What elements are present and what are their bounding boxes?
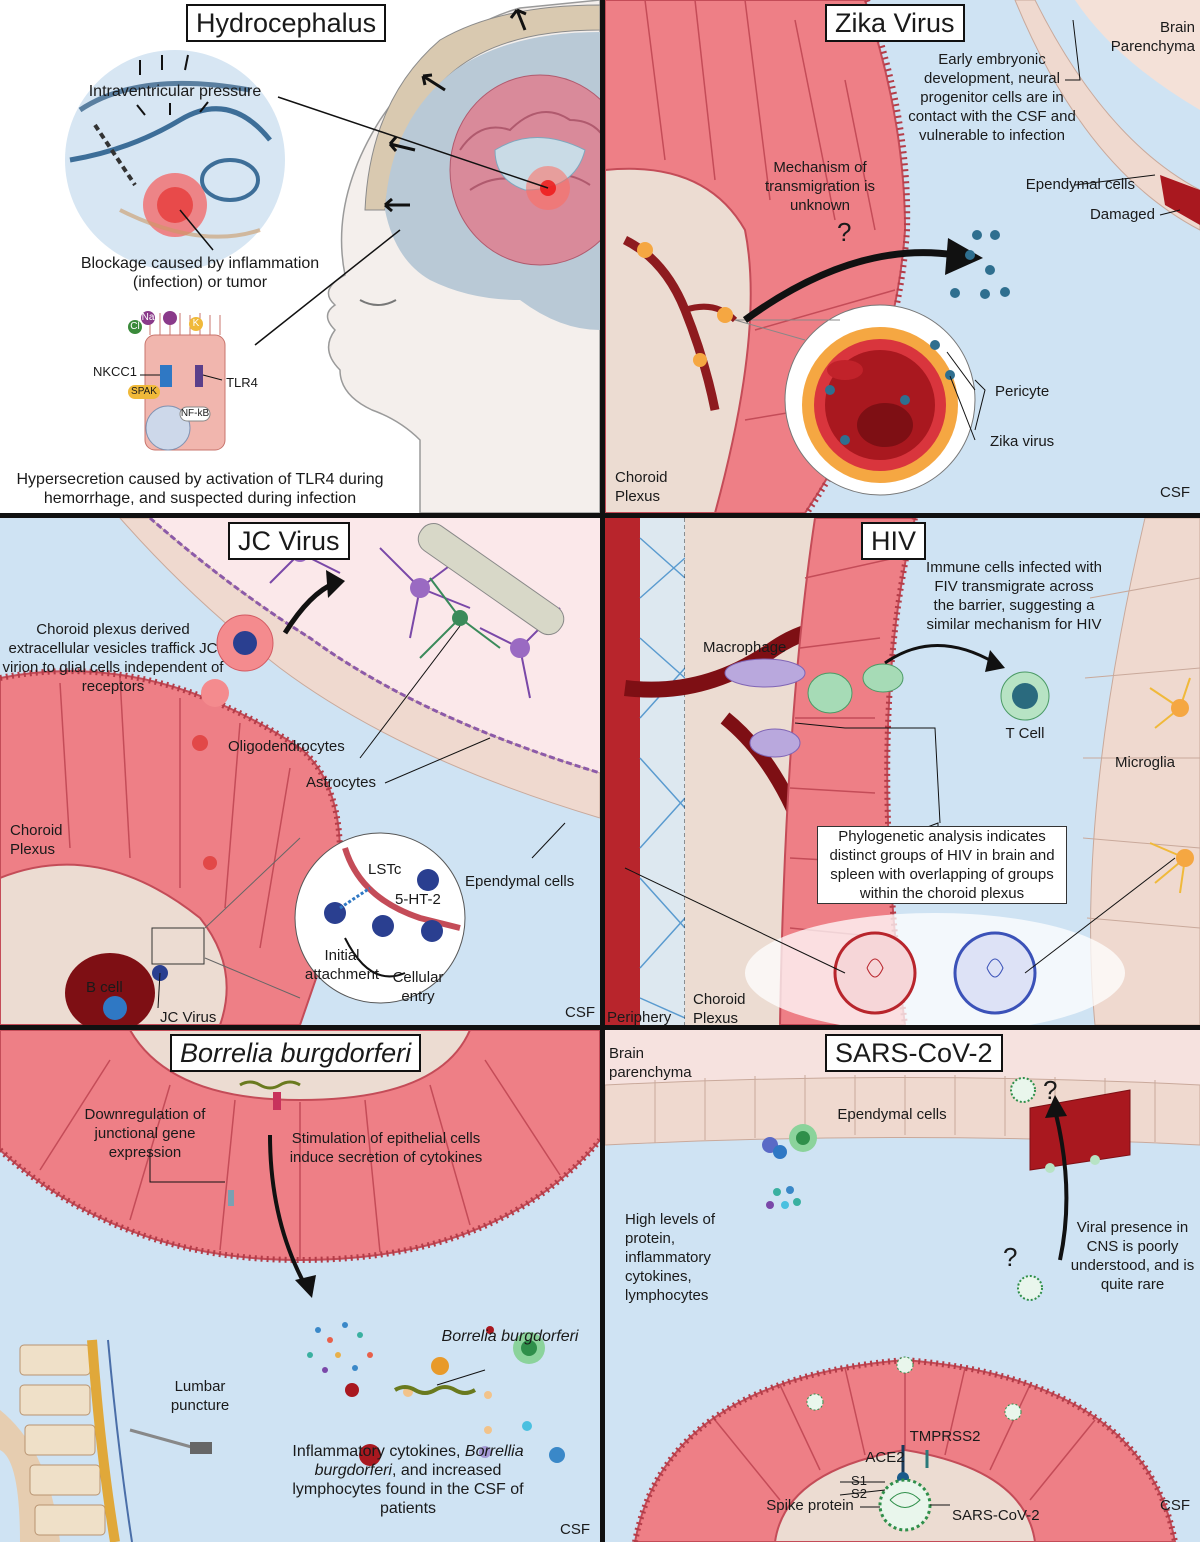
label-mechanism: Mechanism of transmigration is unknown [764, 159, 876, 214]
label-oligodendrocytes: Oligodendrocytes [228, 738, 345, 755]
label-csf-jc: CSF [565, 1004, 595, 1021]
panel-hydrocephalus: Hydrocephalus Intraventricular pressure … [0, 0, 600, 513]
label-phylogenetic: Phylogenetic analysis indicates distinct… [817, 826, 1067, 904]
label-brain-parenchyma: Brain Parenchyma [1110, 19, 1195, 55]
question-mark-left: ? [1003, 1242, 1018, 1272]
label-hypersecretion: Hypersecretion caused by activation of T… [16, 471, 384, 507]
question-mark-top: ? [1043, 1075, 1058, 1105]
label-damaged: Damaged [1089, 206, 1155, 223]
panel-sars: SARS-CoV-2 Brain parenchyma Ependymal ce… [605, 1030, 1200, 1542]
label-sars-cov-2: SARS-CoV-2 [952, 1507, 1040, 1524]
label-microglia: Microglia [1115, 754, 1176, 771]
hydrocephalus-illustration [65, 0, 600, 513]
label-ependymal-cells: Ependymal cells [1025, 176, 1135, 193]
frame-horizontal-2 [0, 1025, 1200, 1030]
question-mark: ? [837, 217, 852, 247]
title-jc: JC Virus [228, 522, 350, 560]
label-csf: CSF [1160, 484, 1190, 501]
label-embryonic: Early embryonic development, neural prog… [908, 51, 1076, 144]
label-ion-k: K [192, 318, 200, 329]
title-zika: Zika Virus [825, 4, 965, 42]
label-ion-na: Na [141, 312, 155, 323]
frame-vertical [600, 0, 605, 1542]
label-jc-virus: JC Virus [160, 1009, 217, 1025]
zika-illustration [605, 0, 1200, 513]
label-tlr4: TLR4 [226, 375, 258, 390]
label-nkcc1: NKCC1 [92, 364, 138, 379]
label-brain-parenchyma-sars: Brain parenchyma [609, 1045, 692, 1081]
label-tmprss2: TMPRSS2 [909, 1428, 981, 1445]
label-astrocytes: Astrocytes [306, 774, 377, 791]
label-cellular-entry: Cellular entry [392, 969, 444, 1005]
label-stimulation: Stimulation of epithelial cells induce s… [289, 1130, 483, 1166]
label-immune-cells: Immune cells infected with FIV transmigr… [926, 559, 1102, 633]
panel-hiv: HIV Immune cells infected with FIV trans… [605, 518, 1200, 1025]
hiv-illustration [605, 518, 1200, 1025]
label-ependymal-sars: Ependymal cells [837, 1106, 947, 1123]
frame-horizontal-1 [0, 513, 1200, 518]
label-lumbar-puncture: Lumbar puncture [170, 1378, 230, 1414]
label-periphery: Periphery [607, 1009, 672, 1025]
label-ependymal-jc: Ependymal cells [465, 873, 575, 890]
label-s1: S1 [851, 1473, 867, 1488]
label-pericyte: Pericyte [995, 383, 1050, 400]
title-sars: SARS-CoV-2 [825, 1034, 1003, 1072]
label-borrelia-burgdorferi: Borrelia burgdorferi [441, 1328, 579, 1345]
label-nfkb: NF-kB [180, 408, 210, 419]
label-downregulation: Downregulation of junctional gene expres… [84, 1106, 206, 1161]
label-csf-sars: CSF [1160, 1497, 1190, 1514]
label-vesicles: Choroid plexus derived extracellular ves… [2, 621, 224, 695]
label-choroid-plexus: Choroid Plexus [615, 469, 668, 505]
cytokines-text-c: , and increased lymphocytes found in the… [292, 1462, 524, 1517]
label-t-cell: T Cell [1005, 725, 1045, 742]
title-hydrocephalus: Hydrocephalus [186, 4, 387, 42]
label-ace2: ACE2 [865, 1449, 905, 1466]
label-initial-attachment: Initial attachment [304, 947, 380, 983]
cytokines-text-a: Inflammatory cytokines, [292, 1443, 465, 1460]
panel-jc: JC Virus Choroid plexus derived extracel… [0, 518, 600, 1025]
title-hiv: HIV [861, 522, 927, 560]
title-borrelia: Borrelia burgdorferi [170, 1034, 422, 1072]
label-zika-virus: Zika virus [990, 433, 1055, 450]
label-macrophage: Macrophage [703, 639, 787, 656]
label-cytokines-summary: Inflammatory cytokines, Borrellia burgdo… [268, 1442, 548, 1518]
label-5ht2: 5-HT-2 [395, 891, 441, 908]
label-blockage: Blockage caused by inflammation (infecti… [80, 255, 320, 291]
label-intraventricular-pressure: Intraventricular pressure [88, 83, 262, 100]
label-ion-cl: Cl [130, 321, 140, 332]
label-spak: SPAK [131, 386, 157, 397]
label-choroid-plexus-hiv: Choroid Plexus [693, 991, 746, 1025]
label-choroid-plexus-jc: Choroid Plexus [10, 822, 63, 858]
panel-zika: Zika Virus Brain Parenchyma Early embryo… [605, 0, 1200, 513]
label-csf-borrelia: CSF [560, 1521, 590, 1538]
label-viral-presence: Viral presence in CNS is poorly understo… [1070, 1219, 1195, 1293]
cytokines-text-b: Borrellia burgdorferi [314, 1443, 524, 1479]
label-s2: S2 [851, 1486, 867, 1501]
label-lstc: LSTc [368, 861, 402, 878]
jc-illustration [0, 518, 600, 1025]
panel-borrelia: Borrelia burgdorferi Downregulation of j… [0, 1030, 600, 1542]
label-spike-protein: Spike protein [766, 1497, 854, 1514]
label-b-cell: B cell [86, 979, 123, 996]
label-high-levels: High levels of protein, inflammatory cyt… [625, 1211, 716, 1304]
